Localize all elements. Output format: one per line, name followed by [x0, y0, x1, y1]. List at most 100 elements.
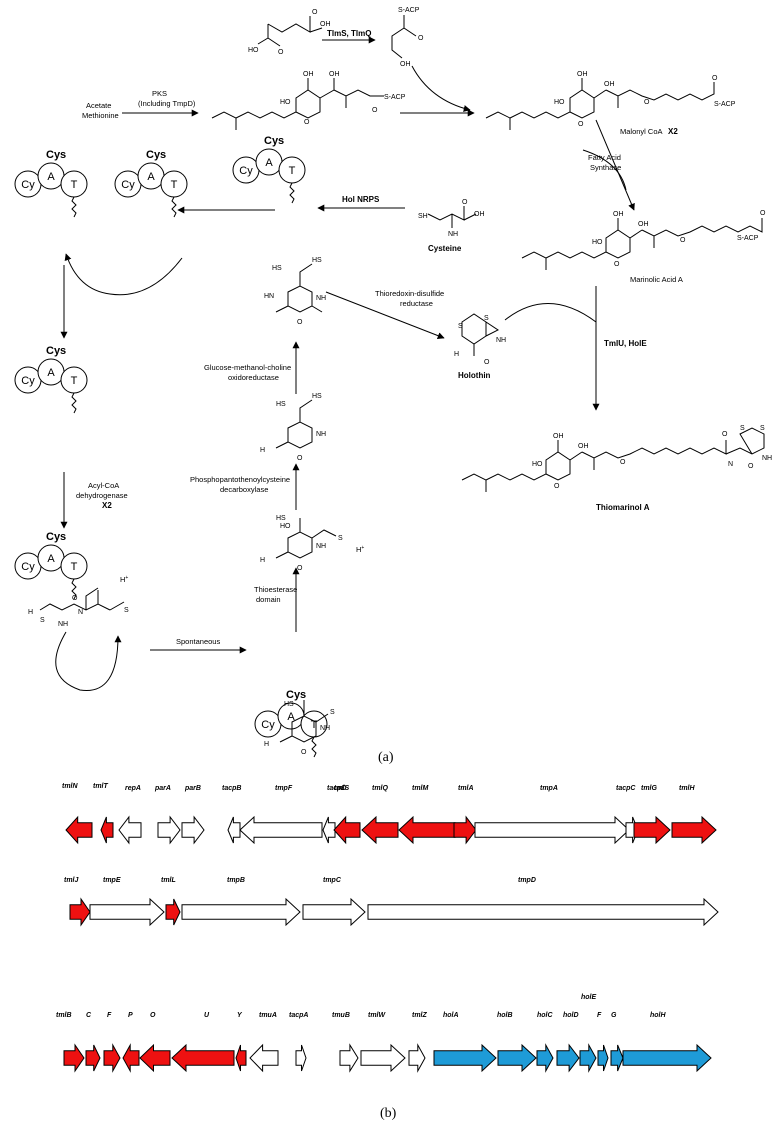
atom-label: OH — [320, 21, 331, 28]
thiolactam-acid-structure: HS HO H NH O S — [260, 515, 343, 572]
atom-label: H — [260, 557, 265, 564]
gene-tmpD: tmpD — [367, 877, 719, 927]
gene-arrow — [69, 897, 91, 927]
acetate-label: Acetate — [86, 101, 111, 110]
atom-label: S-ACP — [398, 7, 420, 14]
atom-label: HS — [284, 701, 294, 708]
gene-tmpC: tmpC — [302, 877, 366, 927]
atom-label: OH — [400, 61, 411, 68]
atom-label: HN — [264, 293, 274, 300]
gene-holA: holA — [433, 1012, 497, 1073]
nrps-modules: CysCyATCysCyATCysCyATCysCyATCysCyATCysCy… — [14, 135, 328, 758]
atom-label: HO — [554, 99, 565, 106]
gene-holD: holD — [556, 1012, 580, 1073]
gene-label: tmpF — [275, 785, 293, 792]
atom-label: S — [458, 323, 463, 330]
arrow-cyclize — [55, 631, 122, 692]
gene-arrow — [295, 1044, 307, 1072]
gene-U: U — [171, 1012, 235, 1073]
gene-parA: parA — [154, 785, 181, 845]
fas-label-2: Synthase — [590, 163, 621, 172]
gene-arrow — [408, 1043, 426, 1073]
atom-label: S — [124, 607, 129, 614]
domain-cy-label: Cy — [121, 179, 135, 191]
pks-label: PKS — [152, 89, 167, 98]
thiomarinol-structure: HO OH OH O O O N S S NH O — [461, 425, 772, 492]
phosphopantetheine-arm — [311, 736, 317, 758]
hydroxy-acyl-acp-structure: S-ACP O OH — [391, 7, 424, 68]
gene-label: F — [597, 1012, 602, 1019]
gene-tmpE: tmpE — [89, 877, 165, 927]
gene-tmlJ: tmlJ — [64, 877, 91, 927]
atom-label: HS — [312, 257, 322, 264]
atom-label: NH — [496, 337, 506, 344]
panel-b-label: (b) — [380, 1106, 397, 1121]
gene-tmlT: tmlT — [93, 783, 114, 844]
atom-label: SH — [418, 213, 428, 220]
dehydro-dipeptide-structure: H S NH O N S — [28, 587, 129, 628]
atom-label: O — [712, 75, 718, 82]
gene-tmlN: tmlN — [62, 783, 93, 845]
gene-F: F — [103, 1012, 121, 1073]
gene-arrow — [85, 1044, 101, 1072]
atom-label: HO — [280, 523, 291, 530]
domain-a-label: A — [147, 171, 155, 183]
gene-P: P — [122, 1012, 140, 1073]
gene-repA: repA — [118, 785, 142, 845]
gene-label: repA — [125, 785, 141, 792]
gene-G: G — [610, 1012, 624, 1072]
atom-label: HS — [276, 401, 286, 408]
atom-label: O — [578, 121, 584, 128]
atom-label: OH — [604, 81, 615, 88]
gene-label: tmlZ — [412, 1012, 428, 1019]
atom-label: NH — [762, 455, 772, 462]
gene-label: tmlA — [458, 785, 474, 792]
domain-a-label: A — [47, 553, 55, 565]
thiolactam-mid-structure: HS HS H NH O — [260, 393, 326, 462]
domain-cy-label: Cy — [239, 165, 253, 177]
gene-label: tmuA — [259, 1012, 277, 1019]
phosphopantetheine-arm — [71, 392, 77, 414]
gene-arrow — [103, 1043, 121, 1073]
gmc-label-1: Glucose-methanol-choline — [204, 363, 291, 372]
gene-arrow — [322, 816, 336, 844]
gene-label: holC — [537, 1012, 553, 1019]
gene-label: parB — [184, 785, 201, 792]
thioredoxin-label-1: Thioredoxin-disulfide — [375, 289, 444, 298]
gene-label: parA — [154, 785, 171, 792]
gene-tmlZ: tmlZ — [408, 1012, 428, 1073]
gene-arrow — [302, 897, 366, 927]
gene-arrow — [556, 1043, 580, 1073]
atom-label: N — [78, 609, 83, 616]
atom-label: O — [297, 565, 303, 572]
pks-including-label: (Including TmpD) — [138, 99, 196, 108]
module-cys-label: Cys — [146, 149, 166, 161]
gene-arrow — [63, 1043, 85, 1073]
gene-tacpD: tacpD — [322, 785, 346, 844]
gene-label: tmpE — [103, 877, 121, 884]
module-cys-label: Cys — [46, 149, 66, 161]
atom-label: NH — [316, 543, 326, 550]
atom-label: S-ACP — [714, 101, 736, 108]
gene-arrow — [474, 815, 630, 845]
gene-Y: Y — [235, 1012, 247, 1072]
atom-label: O — [278, 49, 284, 56]
gene-label: holB — [497, 1012, 513, 1019]
cysteine-label: Cysteine — [428, 244, 462, 253]
atom-label: O — [484, 359, 490, 366]
hol-nrps-label: Hol NRPS — [342, 195, 380, 204]
panel-a-label: (a) — [378, 750, 394, 765]
ppc-label-1: Phosphopantothenoylcysteine — [190, 475, 290, 484]
gene-tmuA: tmuA — [249, 1012, 279, 1073]
gene-label: F — [107, 1012, 112, 1019]
domain-a-label: A — [47, 171, 55, 183]
domain-t-label: T — [71, 375, 78, 387]
gene-label: U — [204, 1012, 210, 1019]
gene-tacpA: tacpA — [289, 1012, 308, 1072]
atom-label: HS — [272, 265, 282, 272]
atom-label: O — [72, 595, 78, 602]
gene-arrow — [122, 1043, 140, 1073]
